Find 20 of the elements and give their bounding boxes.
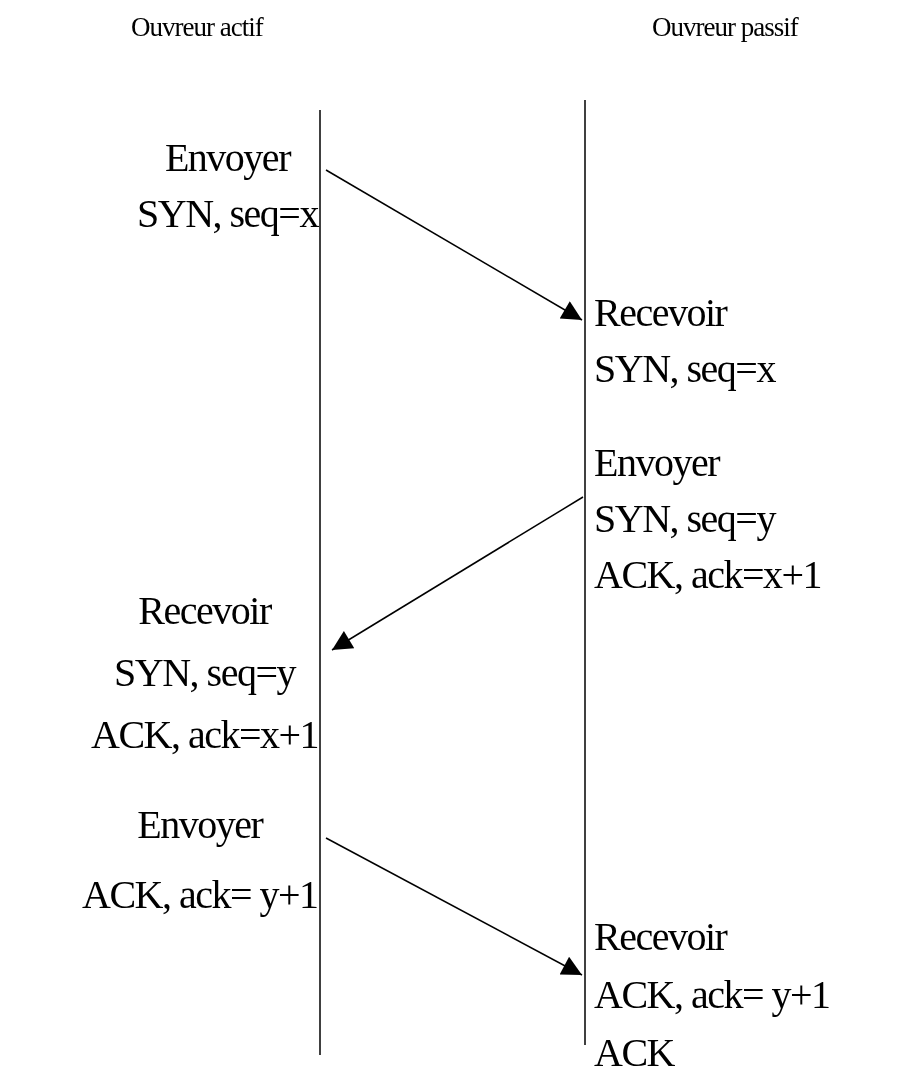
message-text: SYN, seq=x <box>594 345 775 393</box>
message-text: Envoyer <box>594 439 719 487</box>
message-text: ACK, ack= y+1 <box>594 971 830 1019</box>
message-text: Recevoir <box>138 587 271 635</box>
message-text: SYN, seq=y <box>594 495 775 543</box>
message-text: ACK, ack=x+1 <box>91 711 319 759</box>
message-text: ACK, ack=x+1 <box>594 551 822 599</box>
message-arrow <box>325 169 583 321</box>
message-text: Recevoir <box>594 289 727 337</box>
message-arrow <box>325 837 583 976</box>
message-text: Envoyer <box>164 134 290 182</box>
message-text: Envoyer <box>137 801 263 849</box>
message-text: Recevoir <box>594 913 727 961</box>
message-text: ACK, ack= y+1 <box>82 871 318 919</box>
lifeline-header: Ouvreur passif <box>652 12 798 43</box>
message-arrow <box>331 496 584 651</box>
message-text: SYN, seq=x <box>137 190 318 238</box>
message-text: SYN, seq=y <box>114 649 295 697</box>
lifeline-header: Ouvreur actif <box>131 12 263 43</box>
message-text: ACK <box>594 1029 674 1073</box>
